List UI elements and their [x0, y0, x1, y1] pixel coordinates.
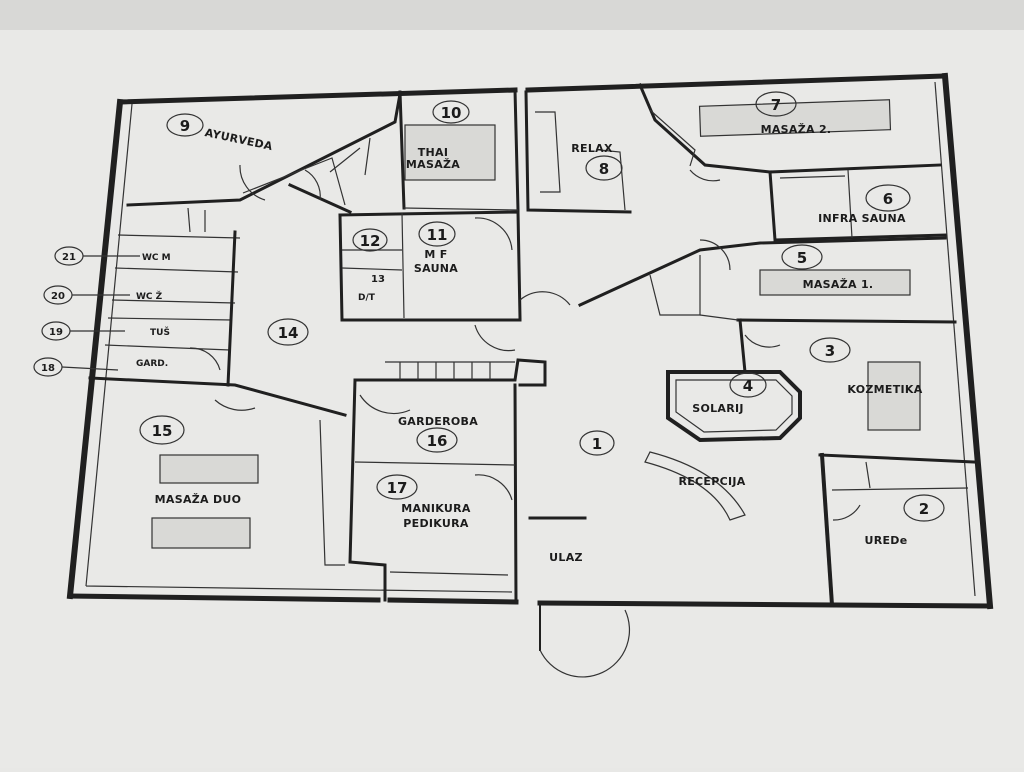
room-marker-12: 12	[352, 228, 388, 252]
room-number: 16	[427, 432, 448, 450]
side-room-18: 18 GARD.	[33, 357, 168, 377]
room-number: 8	[599, 160, 609, 178]
side-room-number: 21	[62, 252, 76, 263]
room-number: 14	[278, 324, 299, 342]
room-number: 12	[360, 232, 381, 250]
room-label: GARDEROBA	[398, 415, 478, 428]
room-label: THAI	[418, 146, 449, 159]
side-room-label: WC Ž	[136, 290, 163, 302]
paper-edge	[0, 0, 1024, 30]
room-number: 7	[771, 96, 781, 114]
side-room-number: 20	[51, 291, 65, 302]
room-number: 9	[180, 117, 190, 135]
room-marker-17: 17	[376, 474, 418, 500]
room-number: 10	[441, 104, 462, 122]
room-number: 13	[371, 274, 385, 285]
room-marker-10: 10	[432, 100, 470, 124]
room-marker-1: 1	[579, 430, 615, 456]
room-label: MASAŽA DUO	[155, 493, 242, 506]
room-marker-7: 7	[755, 91, 797, 117]
room-number: 5	[797, 249, 807, 267]
reception-label: RECEPCIJA	[678, 475, 745, 488]
room-marker-11: 11	[418, 221, 456, 247]
side-room-19: 19 TUŠ	[41, 321, 170, 341]
room-label: SOLARIJ	[692, 402, 744, 415]
side-room-number: 18	[41, 363, 55, 374]
room-number: 4	[743, 377, 753, 395]
room-label-line2: PEDIKURA	[403, 517, 469, 530]
room-number: 3	[825, 342, 835, 360]
room-label: RELAX	[571, 142, 613, 155]
room-number: 1	[592, 435, 602, 453]
side-room-label: WC M	[142, 253, 171, 263]
room-label-line2: SAUNA	[414, 262, 458, 275]
room-marker-2: 2	[903, 494, 945, 522]
side-room-number: 19	[49, 327, 63, 338]
entrance-label: ULAZ	[549, 551, 583, 564]
room-label: MASAŽA 1.	[803, 278, 874, 291]
floor-plan-walls	[66, 72, 994, 678]
room-marker-13: 13 D/T	[358, 274, 385, 303]
room-marker-16: 16	[416, 427, 458, 453]
room-number: 2	[919, 500, 929, 518]
room-label: UREDe	[864, 534, 907, 547]
room-label: MASAŽA 2.	[761, 123, 832, 136]
side-room-callouts: 21 WC M 20 WC Ž 19 TUŠ 18 GARD.	[33, 246, 171, 377]
room-number: 17	[387, 479, 408, 497]
room-label: M F	[424, 248, 447, 261]
room-number: 11	[427, 226, 448, 244]
room-label: D/T	[358, 293, 376, 303]
room-marker-6: 6	[865, 184, 911, 212]
room-marker-9: 9	[166, 113, 204, 137]
room-marker-3: 3	[809, 337, 851, 363]
room-number: 6	[883, 190, 893, 208]
room-marker-4: 4	[729, 372, 767, 398]
room-label: INFRA SAUNA	[818, 212, 906, 225]
room-marker-14: 14	[267, 318, 309, 346]
room-label: KOZMETIKA	[847, 383, 922, 396]
side-room-label: GARD.	[136, 359, 168, 369]
room-label-line2: MASAŽA	[406, 158, 460, 171]
room-numbers: 1 2 3 4 5 6 7 8	[139, 91, 945, 522]
room-marker-5: 5	[781, 244, 823, 270]
room-label: MANIKURA	[401, 502, 471, 515]
room-marker-15: 15	[139, 415, 185, 445]
room-labels: MASAŽA 2. RELAX AYURVEDA THAI MASAŽA M F…	[155, 123, 923, 564]
room-number: 15	[152, 422, 173, 440]
side-room-21: 21 WC M	[54, 246, 171, 266]
side-room-label: TUŠ	[150, 326, 170, 338]
side-room-20: 20 WC Ž	[43, 285, 163, 305]
room-marker-8: 8	[585, 155, 623, 181]
